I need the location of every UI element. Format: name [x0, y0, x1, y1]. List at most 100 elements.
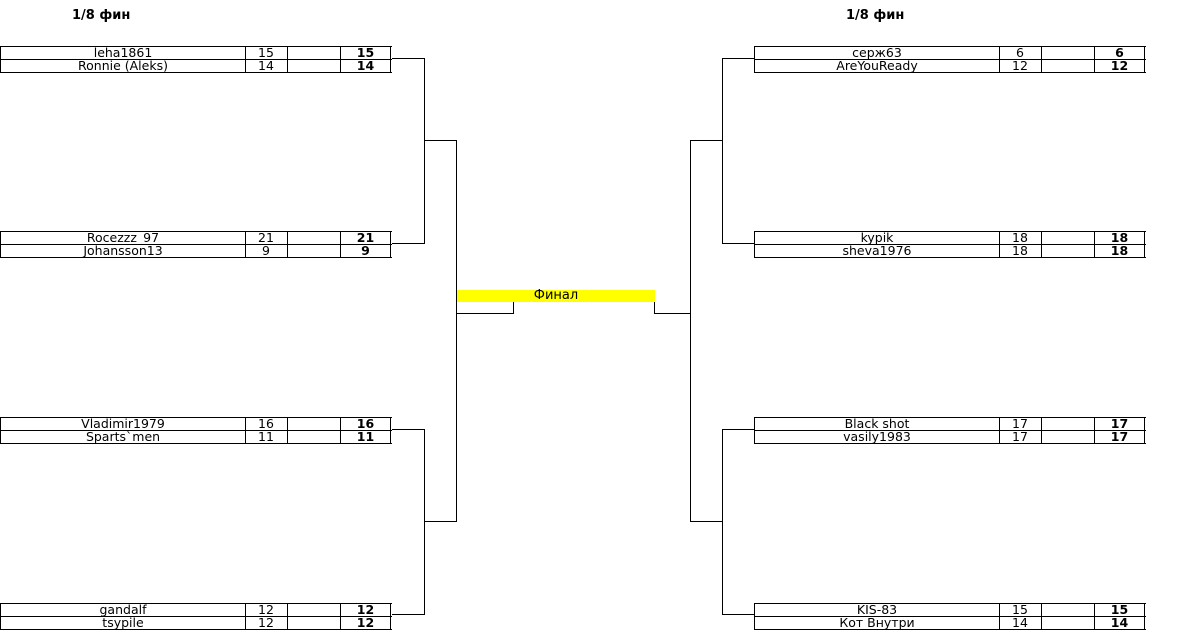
- empty-cell: [288, 60, 341, 72]
- game-score: 17: [999, 418, 1042, 430]
- player-name: Sparts`men: [0, 431, 246, 443]
- empty-cell: [288, 617, 341, 629]
- total-score: 11: [341, 431, 391, 443]
- player-name: Rocezzz_97: [0, 232, 246, 244]
- total-score: 16: [341, 418, 391, 430]
- game-score: 12: [245, 617, 288, 629]
- bracket-line: [456, 313, 513, 314]
- game-score: 14: [245, 60, 288, 72]
- game-score: 15: [999, 604, 1042, 616]
- bracket-line: [722, 614, 754, 615]
- player-row: Кот Внутри 14 14: [754, 616, 1146, 630]
- match-card: Vladimir1979 16 16 Sparts`men 11 11: [0, 417, 392, 444]
- game-score: 18: [999, 232, 1042, 244]
- bracket-line: [513, 302, 514, 314]
- player-row: sheva1976 18 18: [754, 244, 1146, 258]
- bracket-line: [392, 58, 424, 59]
- player-row: KIS-83 15 15: [754, 603, 1146, 616]
- game-score: 6: [999, 47, 1042, 59]
- bracket-line: [424, 58, 425, 244]
- total-score: 12: [341, 617, 391, 629]
- match-card: kypik 18 18 sheva1976 18 18: [754, 231, 1146, 258]
- total-score: 9: [341, 245, 391, 257]
- player-name: leha1861: [0, 47, 246, 59]
- total-score: 6: [1095, 47, 1145, 59]
- game-score: 11: [245, 431, 288, 443]
- player-row: AreYouReady 12 12: [754, 59, 1146, 73]
- stage-title-right: 1/8 фин: [846, 8, 905, 23]
- bracket-line: [392, 614, 425, 615]
- total-score: 17: [1095, 431, 1145, 443]
- bracket-line: [722, 58, 723, 244]
- final-label: Финал: [457, 289, 655, 302]
- match-card: Rocezzz_97 21 21 Johansson13 9 9: [0, 231, 392, 258]
- stage-title-left: 1/8 фин: [72, 8, 131, 23]
- game-score: 14: [999, 617, 1042, 629]
- player-name: AreYouReady: [754, 60, 1000, 72]
- player-name: sheva1976: [754, 245, 1000, 257]
- match-card: leha1861 15 15 Ronnie (Aleks) 14 14: [0, 46, 392, 73]
- total-score: 15: [341, 47, 391, 59]
- game-score: 15: [245, 47, 288, 59]
- bracket-line: [424, 521, 456, 522]
- player-row: Ronnie (Aleks) 14 14: [0, 59, 392, 73]
- player-row: серж63 6 6: [754, 46, 1146, 59]
- bracket-line: [690, 521, 722, 522]
- game-score: 12: [999, 60, 1042, 72]
- player-row: Black shot 17 17: [754, 417, 1146, 430]
- bracket-line: [690, 140, 691, 522]
- player-row: vasily1983 17 17: [754, 430, 1146, 444]
- total-score: 14: [341, 60, 391, 72]
- bracket-line: [424, 140, 456, 141]
- player-name: KIS-83: [754, 604, 1000, 616]
- total-score: 17: [1095, 418, 1145, 430]
- bracket-line: [654, 313, 691, 314]
- empty-cell: [1042, 232, 1095, 244]
- empty-cell: [1042, 418, 1095, 430]
- player-row: Johansson13 9 9: [0, 244, 392, 258]
- bracket-line: [722, 429, 754, 430]
- empty-cell: [1042, 604, 1095, 616]
- player-name: tsypile: [0, 617, 246, 629]
- player-row: kypik 18 18: [754, 231, 1146, 244]
- match-card: Black shot 17 17 vasily1983 17 17: [754, 417, 1146, 444]
- total-score: 18: [1095, 245, 1145, 257]
- total-score: 18: [1095, 232, 1145, 244]
- total-score: 15: [1095, 604, 1145, 616]
- empty-cell: [288, 418, 341, 430]
- match-card: gandalf 12 12 tsypile 12 12: [0, 603, 392, 630]
- empty-cell: [1042, 60, 1095, 72]
- player-name: kypik: [754, 232, 1000, 244]
- empty-cell: [288, 232, 341, 244]
- empty-cell: [1042, 47, 1095, 59]
- bracket-line: [392, 429, 424, 430]
- empty-cell: [288, 47, 341, 59]
- game-score: 12: [245, 604, 288, 616]
- empty-cell: [1042, 617, 1095, 629]
- empty-cell: [1042, 431, 1095, 443]
- bracket-line: [456, 140, 457, 522]
- player-name: Ronnie (Aleks): [0, 60, 246, 72]
- player-name: vasily1983: [754, 431, 1000, 443]
- empty-cell: [1042, 245, 1095, 257]
- match-card: серж63 6 6 AreYouReady 12 12: [754, 46, 1146, 73]
- player-row: Rocezzz_97 21 21: [0, 231, 392, 244]
- empty-cell: [288, 604, 341, 616]
- player-name: Johansson13: [0, 245, 246, 257]
- bracket-line: [690, 140, 722, 141]
- empty-cell: [288, 245, 341, 257]
- total-score: 21: [341, 232, 391, 244]
- player-name: серж63: [754, 47, 1000, 59]
- bracket-line: [392, 243, 425, 244]
- bracket-line: [722, 58, 754, 59]
- total-score: 12: [341, 604, 391, 616]
- game-score: 21: [245, 232, 288, 244]
- player-row: tsypile 12 12: [0, 616, 392, 630]
- player-row: leha1861 15 15: [0, 46, 392, 59]
- player-name: Кот Внутри: [754, 617, 1000, 629]
- bracket-line: [722, 429, 723, 615]
- player-name: Black shot: [754, 418, 1000, 430]
- bracket-line: [654, 302, 655, 314]
- empty-cell: [288, 431, 341, 443]
- player-row: Sparts`men 11 11: [0, 430, 392, 444]
